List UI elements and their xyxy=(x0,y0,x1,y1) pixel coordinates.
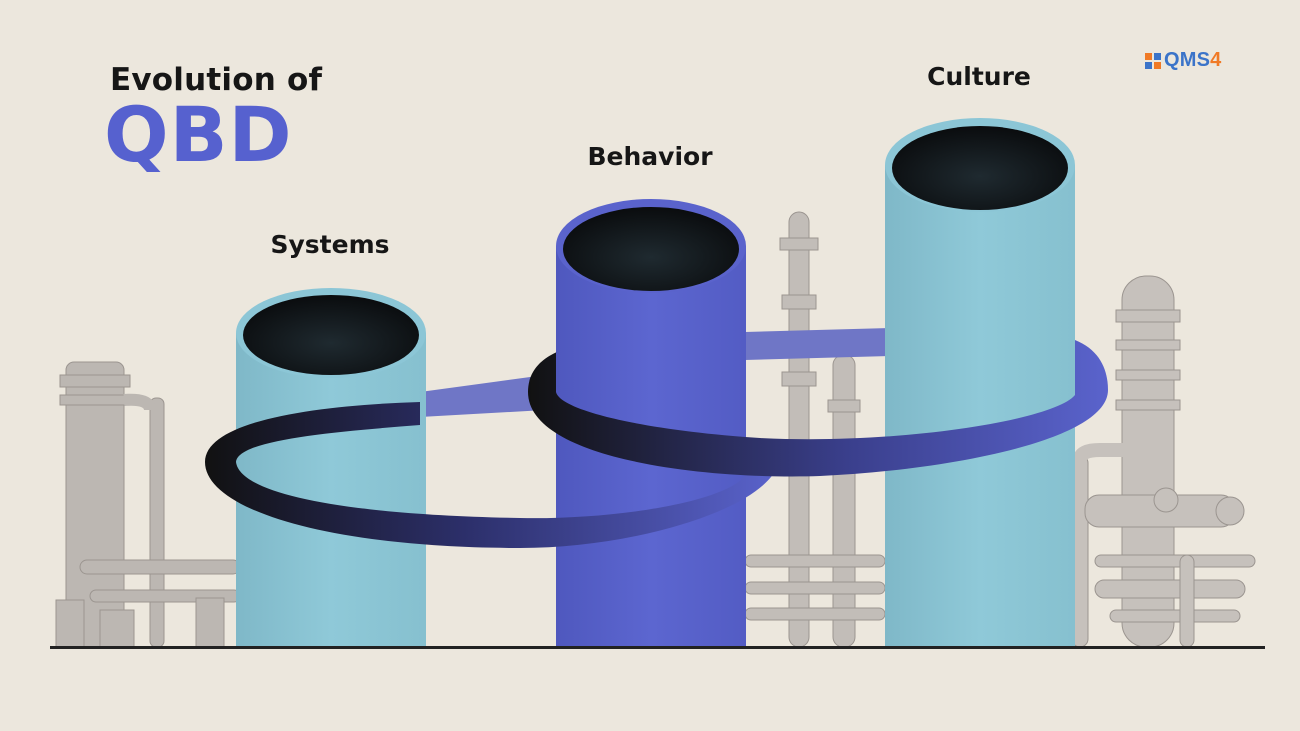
logo-text: QMS4 xyxy=(1164,49,1222,72)
pipework-left xyxy=(55,361,241,648)
logo-text-main: QMS xyxy=(1164,49,1211,71)
title-prefix: Evolution of xyxy=(110,62,323,98)
ground-line xyxy=(50,646,1265,649)
logo-grid-icon xyxy=(1145,52,1161,69)
label-systems: Systems xyxy=(270,230,390,259)
ring-back-systems xyxy=(420,375,545,417)
pipework-right xyxy=(1071,275,1256,648)
label-behavior: Behavior xyxy=(587,142,713,171)
ring-front-behavior xyxy=(528,340,1108,477)
page-title: QBD xyxy=(104,90,293,179)
column-culture xyxy=(885,118,1075,647)
label-culture: Culture xyxy=(927,62,1031,91)
column-systems xyxy=(236,288,426,647)
pipework-center xyxy=(744,211,886,648)
brand-logo: QMS4 xyxy=(1145,49,1222,72)
ring-front-systems xyxy=(205,402,780,548)
logo-text-accent: 4 xyxy=(1210,49,1222,71)
ring-back-culture xyxy=(745,328,890,360)
